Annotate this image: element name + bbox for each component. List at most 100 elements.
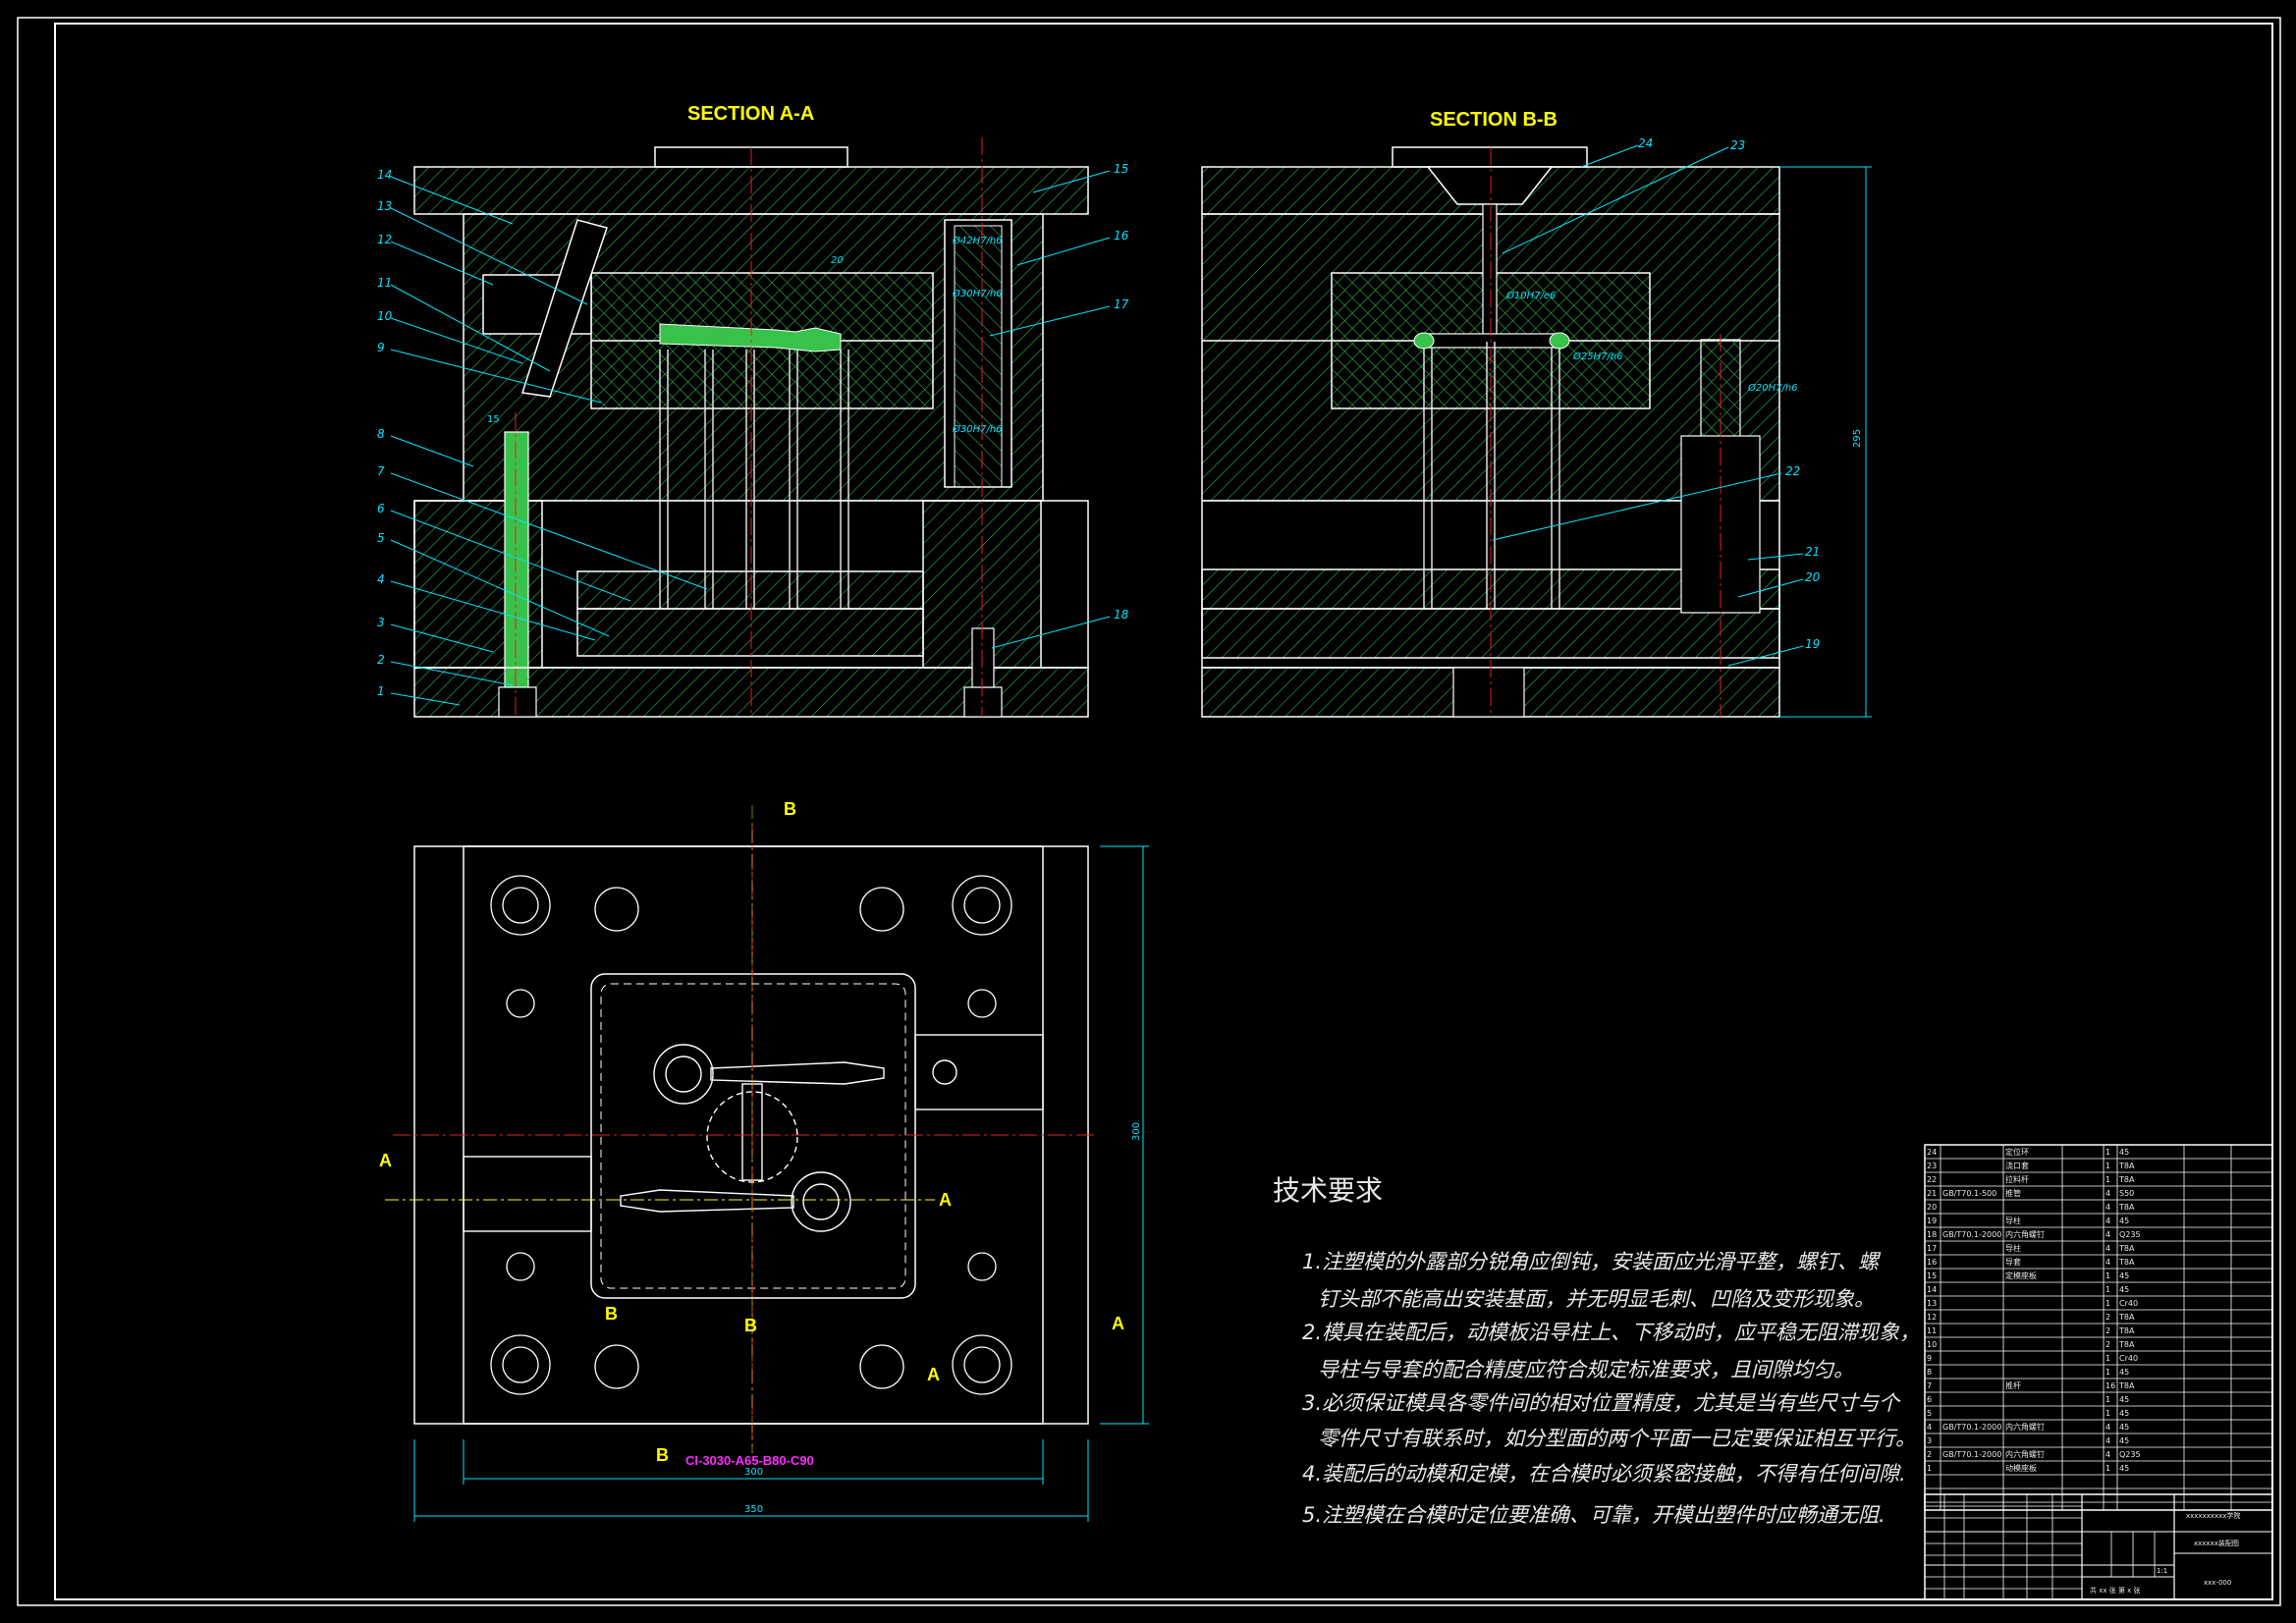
ref-1: 1 xyxy=(377,684,385,698)
tb-scale: 1:1 xyxy=(2157,1567,2167,1575)
fit-42: Ø42H7/h6 xyxy=(952,235,1003,246)
bom-cell: 45 xyxy=(2119,1271,2129,1280)
bom-cell: 导柱 xyxy=(2005,1216,2021,1225)
note-line-6: 零件尺寸有联系时，如分型面的两个平面一已定要保证相互平行。 xyxy=(1318,1427,1916,1450)
ref-10: 10 xyxy=(377,309,393,323)
bom-cell: 推杆 xyxy=(2005,1380,2021,1390)
fit-20-a: 20 xyxy=(831,255,844,266)
bom-cell: 1 xyxy=(2105,1148,2110,1157)
bom-cell: T8A xyxy=(2118,1258,2135,1267)
bom-cell: 拉料杆 xyxy=(2005,1174,2029,1184)
bom-cell: Q235 xyxy=(2119,1230,2141,1239)
marker-b-mid: B xyxy=(744,1316,757,1335)
notes-title: 技术要求 xyxy=(1273,1174,1383,1207)
marker-a-left: A xyxy=(379,1151,392,1170)
bom-cell: 4 xyxy=(2105,1436,2110,1445)
bom-cell: 45 xyxy=(2119,1436,2129,1445)
ref-21: 21 xyxy=(1805,545,1820,559)
ref-5: 5 xyxy=(377,531,385,545)
bom-cell: 1 xyxy=(2105,1175,2110,1184)
bom-cell: 45 xyxy=(2119,1395,2129,1404)
section-b-view: SECTION B-B 295 xyxy=(1201,109,1872,718)
bom-cell: 24 xyxy=(1927,1148,1937,1157)
bom-cell: 导柱 xyxy=(2005,1243,2021,1253)
dim-height-295: 295 xyxy=(1852,429,1863,448)
ref-16: 16 xyxy=(1114,229,1129,243)
bom-cell: 18 xyxy=(1927,1230,1937,1239)
ref-24: 24 xyxy=(1638,136,1653,150)
bom-cell: 6 xyxy=(1927,1395,1932,1404)
note-line-1: 1.注塑模的外露部分锐角应倒钝，安装面应光滑平整，螺钉、螺 xyxy=(1302,1250,1882,1273)
bom-cell: 7 xyxy=(1927,1381,1932,1390)
bom-cell: 1 xyxy=(1927,1464,1932,1473)
ref-20: 20 xyxy=(1805,570,1821,584)
bom-cell: 浇口套 xyxy=(2005,1161,2029,1170)
ref-13: 13 xyxy=(377,199,392,213)
dim-width-350: 350 xyxy=(744,1504,763,1515)
ref-8: 8 xyxy=(377,427,385,441)
bom-cell: 4 xyxy=(2105,1203,2110,1212)
bom-cell: S50 xyxy=(2119,1189,2134,1198)
bom-cell: 45 xyxy=(2119,1409,2129,1418)
bom-cell: 11 xyxy=(1927,1326,1937,1335)
marker-a-mid: A xyxy=(939,1190,952,1210)
bom-cell: 1 xyxy=(2105,1464,2110,1473)
note-line-8: 5.注塑模在合模时定位要准确、可靠，开模出塑件时应畅通无阻. xyxy=(1302,1503,1886,1527)
ref-2: 2 xyxy=(377,653,385,667)
bom-cell: 动模座板 xyxy=(2005,1463,2037,1473)
fit-30-b: Ø30H7/h6 xyxy=(952,423,1003,435)
section-a-view: SECTION A-A xyxy=(377,103,1129,718)
bom-cell: 2 xyxy=(1927,1450,1932,1459)
bom-cell: 4 xyxy=(2105,1423,2110,1432)
dim-slide-15: 15 xyxy=(487,414,500,425)
bom-cell: 1 xyxy=(2105,1162,2110,1170)
bom-cell: 45 xyxy=(2119,1368,2129,1377)
technical-notes: 技术要求 1.注塑模的外露部分锐角应倒钝，安装面应光滑平整，螺钉、螺 钉头部不能… xyxy=(1273,1174,1920,1527)
bom-cell: GB/T70.1-2000 xyxy=(1942,1450,2001,1459)
ref-22: 22 xyxy=(1785,464,1800,478)
ref-14: 14 xyxy=(377,168,392,182)
ref-23: 23 xyxy=(1730,138,1745,152)
bom-cell: 45 xyxy=(2119,1285,2129,1294)
bom-cell: 23 xyxy=(1927,1162,1937,1170)
bom-cell: 4 xyxy=(2105,1217,2110,1225)
marker-a-bottom: A xyxy=(927,1365,940,1384)
bom-cell: 1 xyxy=(2105,1285,2110,1294)
note-line-5: 3.必须保证模具各零件间的相对位置精度，尤其是当有些尺寸与个 xyxy=(1302,1391,1901,1415)
bom-cell: 内六角螺钉 xyxy=(2005,1422,2045,1432)
bom-cell: 22 xyxy=(1927,1175,1937,1184)
bom-cell: T8A xyxy=(2118,1203,2135,1212)
tb-drawing-name: xxxxxx装配图 xyxy=(2194,1539,2239,1547)
tb-school: xxxxxxxxxx学院 xyxy=(2186,1511,2240,1520)
bom-cell: GB/T70.1-2000 xyxy=(1942,1423,2001,1432)
bom-cell: 12 xyxy=(1927,1313,1937,1322)
section-a-title: SECTION A-A xyxy=(687,103,814,125)
marker-b-top: B xyxy=(784,799,796,819)
ref-11: 11 xyxy=(377,276,392,290)
ref-18: 18 xyxy=(1114,608,1129,622)
bom-cell: 15 xyxy=(1927,1271,1937,1280)
bom-cell: 定模座板 xyxy=(2005,1271,2037,1280)
bom-cell: 4 xyxy=(2105,1258,2110,1267)
bom-cell: 2 xyxy=(2105,1313,2110,1322)
bom-cell: 14 xyxy=(1927,1285,1937,1294)
bom-cell: 内六角螺钉 xyxy=(2005,1449,2045,1459)
bom-cell: 21 xyxy=(1927,1189,1937,1198)
marker-b-bottom: B xyxy=(656,1445,669,1465)
bom-cell: 4 xyxy=(2105,1189,2110,1198)
bom-cell: T8A xyxy=(2118,1313,2135,1322)
bom-cell: 45 xyxy=(2119,1464,2129,1473)
ref-4: 4 xyxy=(377,572,385,586)
note-line-4: 导柱与导套的配合精度应符合规定标准要求，且间隙均匀。 xyxy=(1318,1358,1854,1381)
bom-cell: T8A xyxy=(2118,1340,2135,1349)
ref-15: 15 xyxy=(1114,162,1128,176)
bom-cell: 1 xyxy=(2105,1271,2110,1280)
ref-17: 17 xyxy=(1114,298,1129,311)
ref-7: 7 xyxy=(377,464,385,478)
fit-25: Ø25H7/h6 xyxy=(1572,351,1623,362)
bom-cell: 16 xyxy=(1927,1258,1937,1267)
bom-cell: GB/T70.1-500 xyxy=(1942,1189,1996,1198)
title-block: xxxxxxxxxx学院 xxxxxx装配图 xxx-000 共 xx 张 第 … xyxy=(1924,1493,2273,1600)
ref-19: 19 xyxy=(1805,637,1820,651)
